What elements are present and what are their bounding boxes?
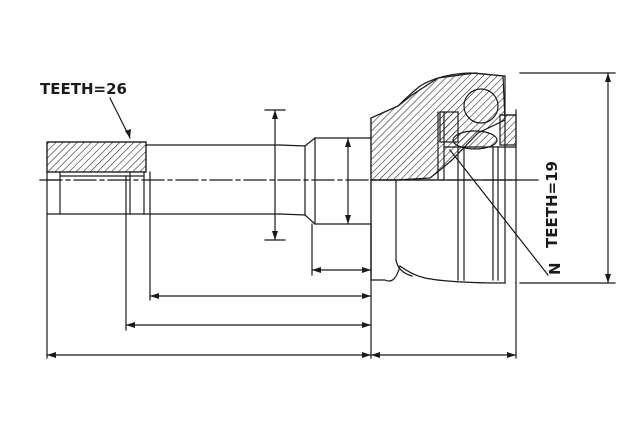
drive-shaft	[143, 137, 372, 225]
teeth-right-leader	[449, 149, 549, 276]
n-label: N	[546, 262, 564, 275]
teeth-right-label: TEETH=19	[543, 161, 561, 248]
shaft-spline-end	[46, 141, 147, 215]
dimension-lines	[46, 269, 517, 356]
extension-lines	[46, 72, 616, 359]
vertical-dimensions	[274, 72, 609, 284]
arrowheads	[47, 73, 611, 358]
teeth-left-label: TEETH=26	[40, 80, 127, 98]
ball-cage	[437, 88, 517, 281]
